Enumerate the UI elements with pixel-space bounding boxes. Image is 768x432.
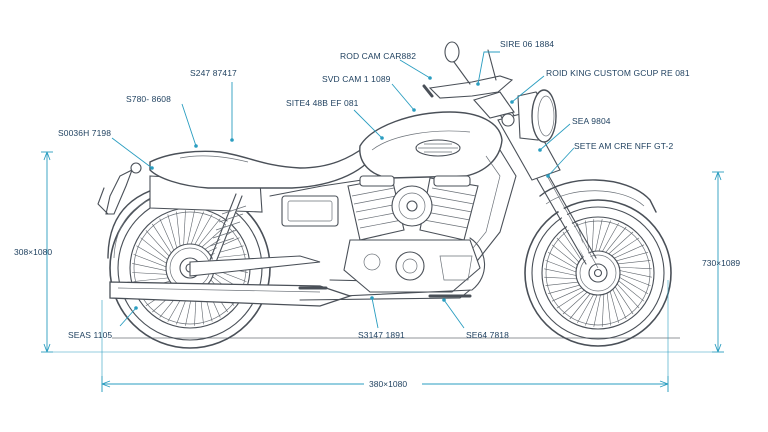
callout-s247: S247 87417 [190, 68, 237, 78]
swingarm [189, 255, 321, 277]
engine [343, 175, 481, 293]
callout-se64: SE64 7818 [466, 330, 509, 340]
dimension-overall-length: 380×1080 [369, 379, 407, 389]
seat [149, 145, 380, 189]
callout-site-48b: SITE4 48B EF 081 [286, 98, 359, 108]
callout-sete-am: SETE AM CRE NFF GT-2 [574, 141, 673, 151]
callout-seas-1105: SEAS 1105 [68, 330, 112, 340]
exhaust [109, 237, 486, 307]
callout-s780: S780- 8608 [126, 94, 171, 104]
rear-shock [209, 193, 247, 265]
tail-light [105, 168, 134, 215]
motorcycle-drawing [97, 41, 680, 349]
mirror [444, 41, 471, 85]
callout-rod-cam: ROD CAM CAR882 [340, 51, 416, 61]
battery-box [281, 195, 339, 227]
tank-badge-icon [415, 139, 461, 157]
callout-s0036: S0036H 7198 [58, 128, 111, 138]
callout-sire: SIRE 06 1884 [500, 39, 554, 49]
callout-s3147: S3147 1891 [358, 330, 405, 340]
headlight [501, 89, 557, 143]
front-fender [539, 179, 657, 213]
dimension-labels: 308×1080 730×1089 380×1080 [14, 247, 740, 390]
callout-labels: ROD CAM CAR882 SIRE 06 1884 S247 87417 S… [58, 39, 690, 340]
handlebars [422, 49, 514, 99]
callout-roid-king: ROID KING CUSTOM GCUP RE 081 [546, 68, 690, 78]
callout-svd-cam: SVD CAM 1 1089 [322, 74, 391, 84]
dimension-left-height: 308×1080 [14, 247, 52, 257]
dimension-right-height: 730×1089 [702, 258, 740, 268]
front-wheel [524, 199, 672, 347]
callout-sea-9804: SEA 9804 [572, 116, 611, 126]
leader-lines [111, 51, 575, 329]
